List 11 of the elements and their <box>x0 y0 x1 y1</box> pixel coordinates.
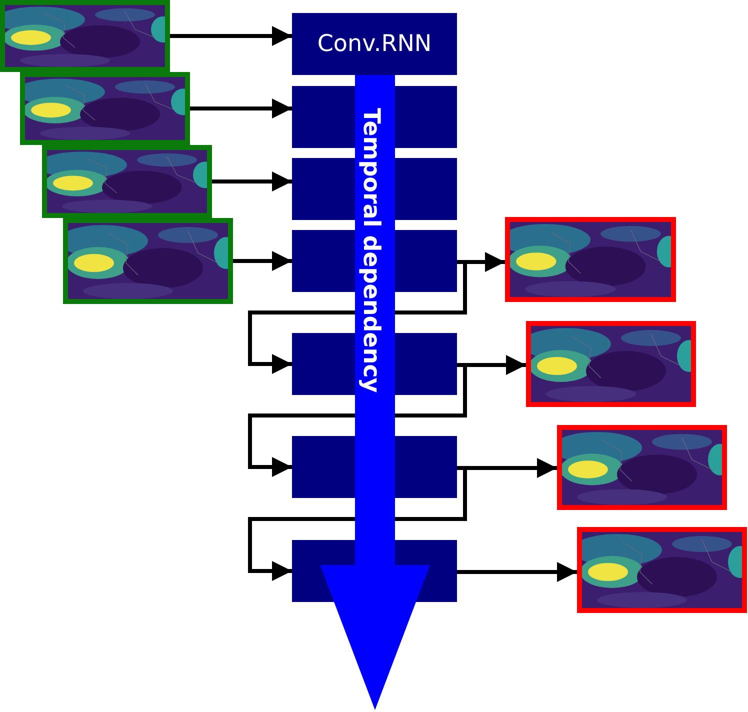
arrow <box>190 98 292 118</box>
arrow <box>248 466 467 581</box>
arrow <box>170 26 292 46</box>
arrow <box>248 260 467 374</box>
box-label: Conv.RNN <box>317 31 432 57</box>
rnn-cell-box <box>292 13 457 75</box>
arrow-label: Temporal dependency <box>358 108 384 393</box>
arrow <box>233 251 292 271</box>
arrow <box>212 172 292 192</box>
arrow <box>248 363 467 477</box>
arrow <box>457 562 577 582</box>
